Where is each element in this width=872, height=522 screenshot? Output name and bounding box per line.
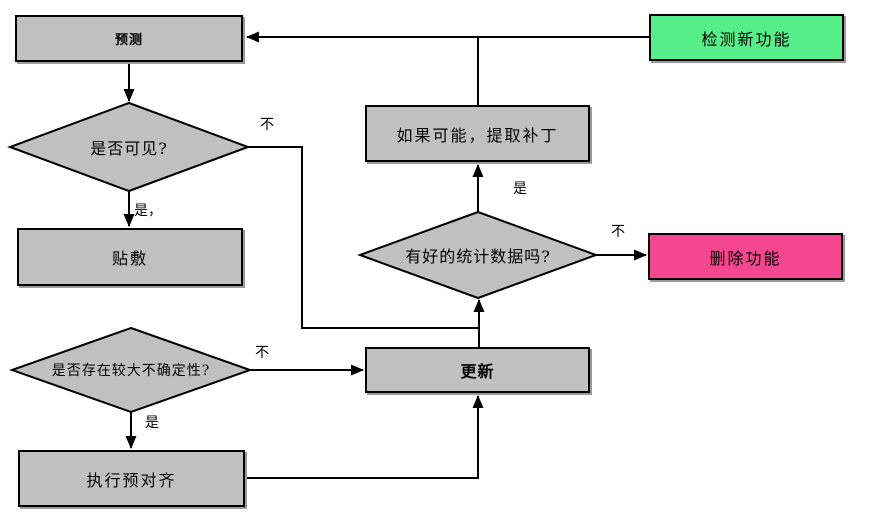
node-detect-new-feature: 检测新功能 [649,14,844,61]
node-extract-patch: 如果可能，提取补丁 [365,105,590,162]
node-paste: 贴敷 [17,228,243,286]
edge-visible-no-to-statsline [248,146,478,329]
edge-label-statistics-yes: 是 [513,181,527,197]
node-delete-feature: 删除功能 [648,233,843,280]
node-pre-align: 执行预对齐 [18,450,245,507]
edge-prealign-to-update [245,395,484,479]
edge-label-uncertainty-no: 不 [255,345,269,361]
node-update: 更新 [365,347,590,393]
edge-label-uncertainty-yes: 是 [145,415,159,431]
edge-label-statistics-no: 不 [611,224,625,240]
decision-large-uncertainty [8,326,254,414]
decision-good-statistics [357,210,599,300]
edge-label-visible-no: 不 [260,117,274,133]
node-predict: 预测 [15,15,243,62]
decision-is-visible [7,101,251,193]
edge-label-visible-yes: 是， [134,203,162,219]
